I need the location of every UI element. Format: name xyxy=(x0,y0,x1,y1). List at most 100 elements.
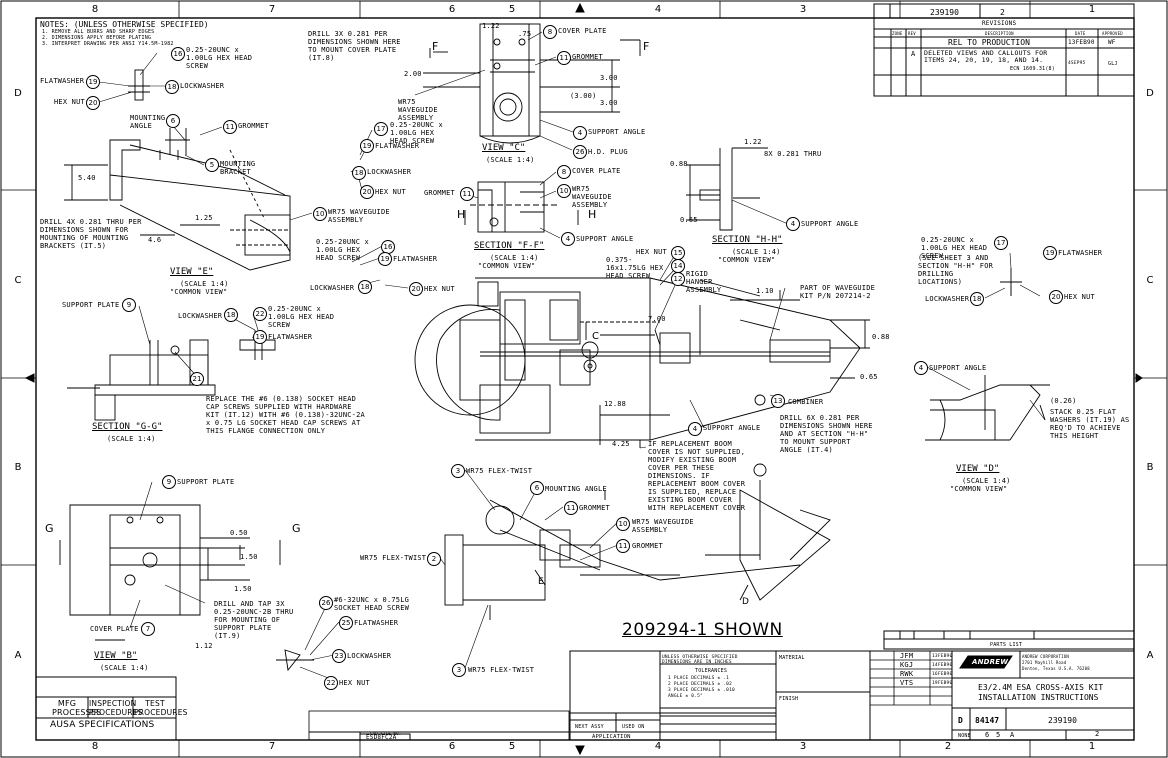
callout-bubble-6: 6 xyxy=(166,114,180,128)
checked-by: KGJ xyxy=(900,661,914,669)
callout-bubble-19: 19 xyxy=(86,75,100,89)
callout-cover-plate: COVER PLATE xyxy=(90,625,139,633)
dims-note: DIMENSIONS ARE IN INCHES xyxy=(662,660,732,665)
callout-bubble-25: 25 xyxy=(339,616,353,630)
callout-lockwasher: LOCKWASHER xyxy=(180,82,225,90)
scale-value: NONE xyxy=(958,733,971,739)
callout-hexnut: HEX NUT xyxy=(636,248,667,256)
callout-lockwasher: LOCKWASHER xyxy=(367,168,412,176)
inspection-procedures: INSPECTION PROCEDURES xyxy=(89,699,143,717)
callout-grommet: GROMMET xyxy=(579,504,610,512)
callout-8x-thru: 8X 0.281 THRU xyxy=(764,150,822,158)
dimension: 0.50 xyxy=(230,529,248,537)
callout-bubble-10: 10 xyxy=(313,207,327,221)
tolerances-title: TOLERANCES xyxy=(695,668,728,674)
callout-waveguide-assembly: WR75 WAVEGUIDE ASSEMBLY xyxy=(398,98,438,122)
callout-hexnut: HEX NUT xyxy=(424,285,455,293)
section-letter-g: G xyxy=(292,522,301,535)
section-letter-h: H xyxy=(588,208,597,221)
zone-label-side: C xyxy=(14,275,22,286)
callout-bubble-20: 20 xyxy=(360,185,374,199)
callout-bubble-22: 22 xyxy=(253,307,267,321)
callout-support-angle: SUPPORT ANGLE xyxy=(703,424,761,432)
section-letter-h: H xyxy=(457,208,466,221)
callout-bubble-26: 26 xyxy=(319,596,333,610)
callout-bubble-11: 11 xyxy=(557,51,571,65)
section-gg-title: SECTION "G-G" xyxy=(92,422,163,432)
section-letter-f: F xyxy=(432,40,439,53)
callout-flex-twist: WR75 FLEX-TWIST xyxy=(468,666,535,674)
callout-lockwasher: LOCKWASHER xyxy=(178,312,223,320)
company-name: ANDREW CORPORATION xyxy=(1022,654,1069,659)
callout-bubble-21: 21 xyxy=(190,372,204,386)
zone-label-top: 5 xyxy=(508,4,516,15)
dimension: 1.12 xyxy=(195,642,213,650)
test-procedures: TEST PROCEDURES xyxy=(134,699,188,717)
note-line: 1. REMOVE ALL BURRS AND SHARP EDGES xyxy=(42,29,155,35)
callout-hexnut: HEX NUT xyxy=(1064,293,1095,301)
view-c-scale: (SCALE 1:4) xyxy=(486,156,535,164)
dimension: 0.88 xyxy=(872,333,890,341)
callout-bubble-18: 18 xyxy=(352,166,366,180)
ausa-specifications: AUSA SPECIFICATIONS xyxy=(50,720,155,730)
callout-bubble-13: 13 xyxy=(771,394,785,408)
zone-label-top: 6 xyxy=(448,4,456,15)
section-letter-e: E xyxy=(538,577,544,587)
mfg-processes: MFG PROCESSES xyxy=(52,699,102,717)
application-label: APPLICATION xyxy=(592,734,631,740)
callout-bubble-19: 19 xyxy=(253,330,267,344)
callout-support-angle: SUPPORT ANGLE xyxy=(576,235,634,243)
callout-hex-screw: 0.25-20UNC x 1.00LG HEX HEAD SCREW xyxy=(390,121,443,145)
callout-drill-tap: DRILL AND TAP 3X 0.25-20UNC-2B THRU FOR … xyxy=(214,600,294,640)
zone-label-side: A xyxy=(14,650,22,661)
section-hh-title: SECTION "H-H" xyxy=(712,235,783,245)
checked-date: 14FEB90 xyxy=(932,663,953,668)
section-hh-common: "COMMON VIEW" xyxy=(718,256,776,264)
callout-bubble-4: 4 xyxy=(573,126,587,140)
callout-bubble-11: 11 xyxy=(616,539,630,553)
andrew-logo: ANDREW xyxy=(972,658,1009,666)
revisions-title: REVISIONS xyxy=(982,20,1017,27)
view-e-common: "COMMON VIEW" xyxy=(170,288,228,296)
section-hh-scale: (SCALE 1:4) xyxy=(732,248,781,256)
callout-support-plate: SUPPORT PLATE xyxy=(62,301,120,309)
callout-drill-4x: DRILL 4X 0.281 THRU PER DIMENSIONS SHOWN… xyxy=(40,218,142,250)
callout-bubble-11: 11 xyxy=(564,501,578,515)
callout-bubble-10: 10 xyxy=(557,184,571,198)
callout-bubble-23: 23 xyxy=(332,649,346,663)
note-line: 3. INTERPRET DRAWING PER ANSI Y14.5M-198… xyxy=(42,41,174,47)
callout-flatwasher: FLATWASHER xyxy=(354,619,399,627)
callout-bubble-17: 17 xyxy=(994,236,1008,250)
callout-bubble-3: 3 xyxy=(452,663,466,677)
dimension: 0.65 xyxy=(680,216,698,224)
zone-label-side: B xyxy=(1146,462,1154,473)
callout-bubble-7: 7 xyxy=(141,622,155,636)
dimension: 3.00 xyxy=(600,99,618,107)
callout-hexnut: HEX NUT xyxy=(54,98,85,106)
zone-label-bottom: 6 xyxy=(448,741,456,752)
section-ff-common: "COMMON VIEW" xyxy=(478,262,536,270)
callout-drill-3x: DRILL 3X 0.281 PER DIMENSIONS SHOWN HERE… xyxy=(308,30,401,62)
dimension: 7.00 xyxy=(648,315,666,323)
callout-rigid-hanger: RIGID HANGER ASSEMBLY xyxy=(686,270,722,294)
callout-support-angle: SUPPORT ANGLE xyxy=(801,220,859,228)
callout-flatwasher: FLATWASHER xyxy=(268,333,313,341)
next-assy-label: NEXT ASSY xyxy=(575,724,604,730)
callout-replace-screws: REPLACE THE #6 (0.138) SOCKET HEAD CAP S… xyxy=(206,395,365,435)
approved-by: RWK xyxy=(900,670,914,678)
callout-socket-head-screw: #6-32UNC x 0.75LG SOCKET HEAD SCREW xyxy=(334,596,410,612)
callout-bubble-14: 14 xyxy=(671,259,685,273)
callout-bubble-18: 18 xyxy=(358,280,372,294)
callout-hexnut: HEX NUT xyxy=(339,679,370,687)
callout-bubble-2: 2 xyxy=(427,552,441,566)
callout-grommet: GROMMET xyxy=(238,122,269,130)
view-d-scale: (SCALE 1:4) xyxy=(962,477,1011,485)
section-letter-c: C xyxy=(592,331,599,342)
callout-bubble-5: 5 xyxy=(205,158,219,172)
callout-bubble-16: 16 xyxy=(171,47,185,61)
sheet-num: 5 xyxy=(996,731,1001,739)
zone-label-top: 4 xyxy=(654,4,662,15)
callout-bubble-3: 3 xyxy=(451,464,465,478)
zone-label-side: B xyxy=(14,462,22,473)
callout-bubble-17: 17 xyxy=(374,122,388,136)
